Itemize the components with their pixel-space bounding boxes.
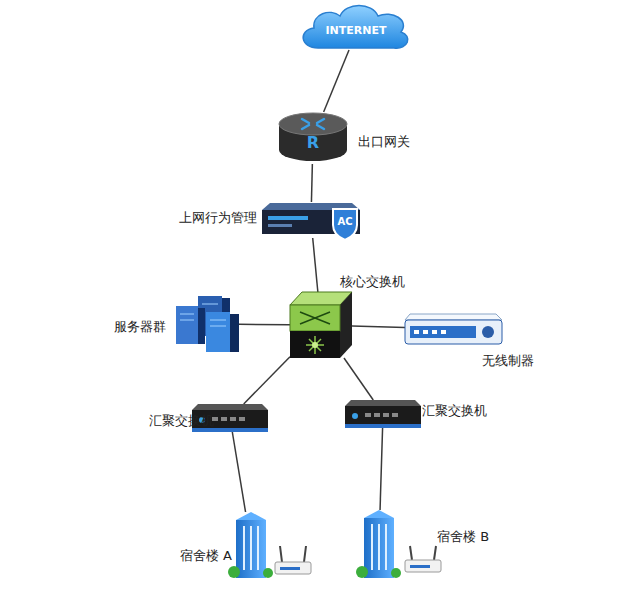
aggregation-switch-icon [345, 400, 421, 428]
network-link [311, 164, 313, 202]
server-cluster-icon [176, 296, 239, 352]
device-label: 宿舍楼 A [180, 548, 232, 564]
network-link [239, 324, 290, 326]
device-node: 汇聚交换机 [345, 400, 421, 428]
wifi-router-icon [275, 546, 311, 574]
device-node: 宿舍楼 B [362, 510, 396, 578]
device-label: 汇聚交换机 [149, 413, 214, 429]
network-link [324, 50, 349, 112]
icon-text: AC [337, 216, 352, 228]
cloud-icon [303, 6, 408, 49]
device-node: INTERNET [308, 6, 408, 50]
icon-text: INTERNET [325, 24, 386, 37]
device-node: R出口网关 [279, 112, 347, 164]
device-node: 汇聚交换机 [192, 404, 268, 432]
device-label: 汇聚交换机 [422, 403, 487, 419]
core-switch-icon [290, 292, 352, 358]
wifi-router-icon [405, 546, 441, 572]
network-link [313, 238, 318, 292]
network-link [344, 358, 373, 400]
device-label: 服务器群 [114, 319, 166, 335]
device-node: AC上网行为管理 [262, 202, 360, 238]
router-icon [279, 113, 347, 161]
network-link [244, 357, 290, 404]
network-link [232, 432, 245, 512]
device-label: 上网行为管理 [179, 210, 257, 226]
network-link [380, 428, 383, 510]
device-label: 无线制器 [482, 353, 534, 369]
device-node: 核心交换机 [290, 292, 352, 358]
device-label: 核心交换机 [340, 274, 405, 290]
device-label: 出口网关 [358, 134, 410, 150]
building-icon [228, 512, 273, 578]
device-label: 宿舍楼 B [437, 529, 489, 545]
building-icon [356, 510, 401, 578]
device-node: 服务器群 [176, 296, 239, 352]
wireless-controller-icon [405, 314, 502, 344]
device-node: 无线制器 [405, 314, 502, 344]
network-link [352, 326, 405, 328]
ac-device-icon [262, 203, 360, 240]
device-node: 宿舍楼 A [234, 512, 268, 578]
icon-text: R [307, 133, 319, 152]
